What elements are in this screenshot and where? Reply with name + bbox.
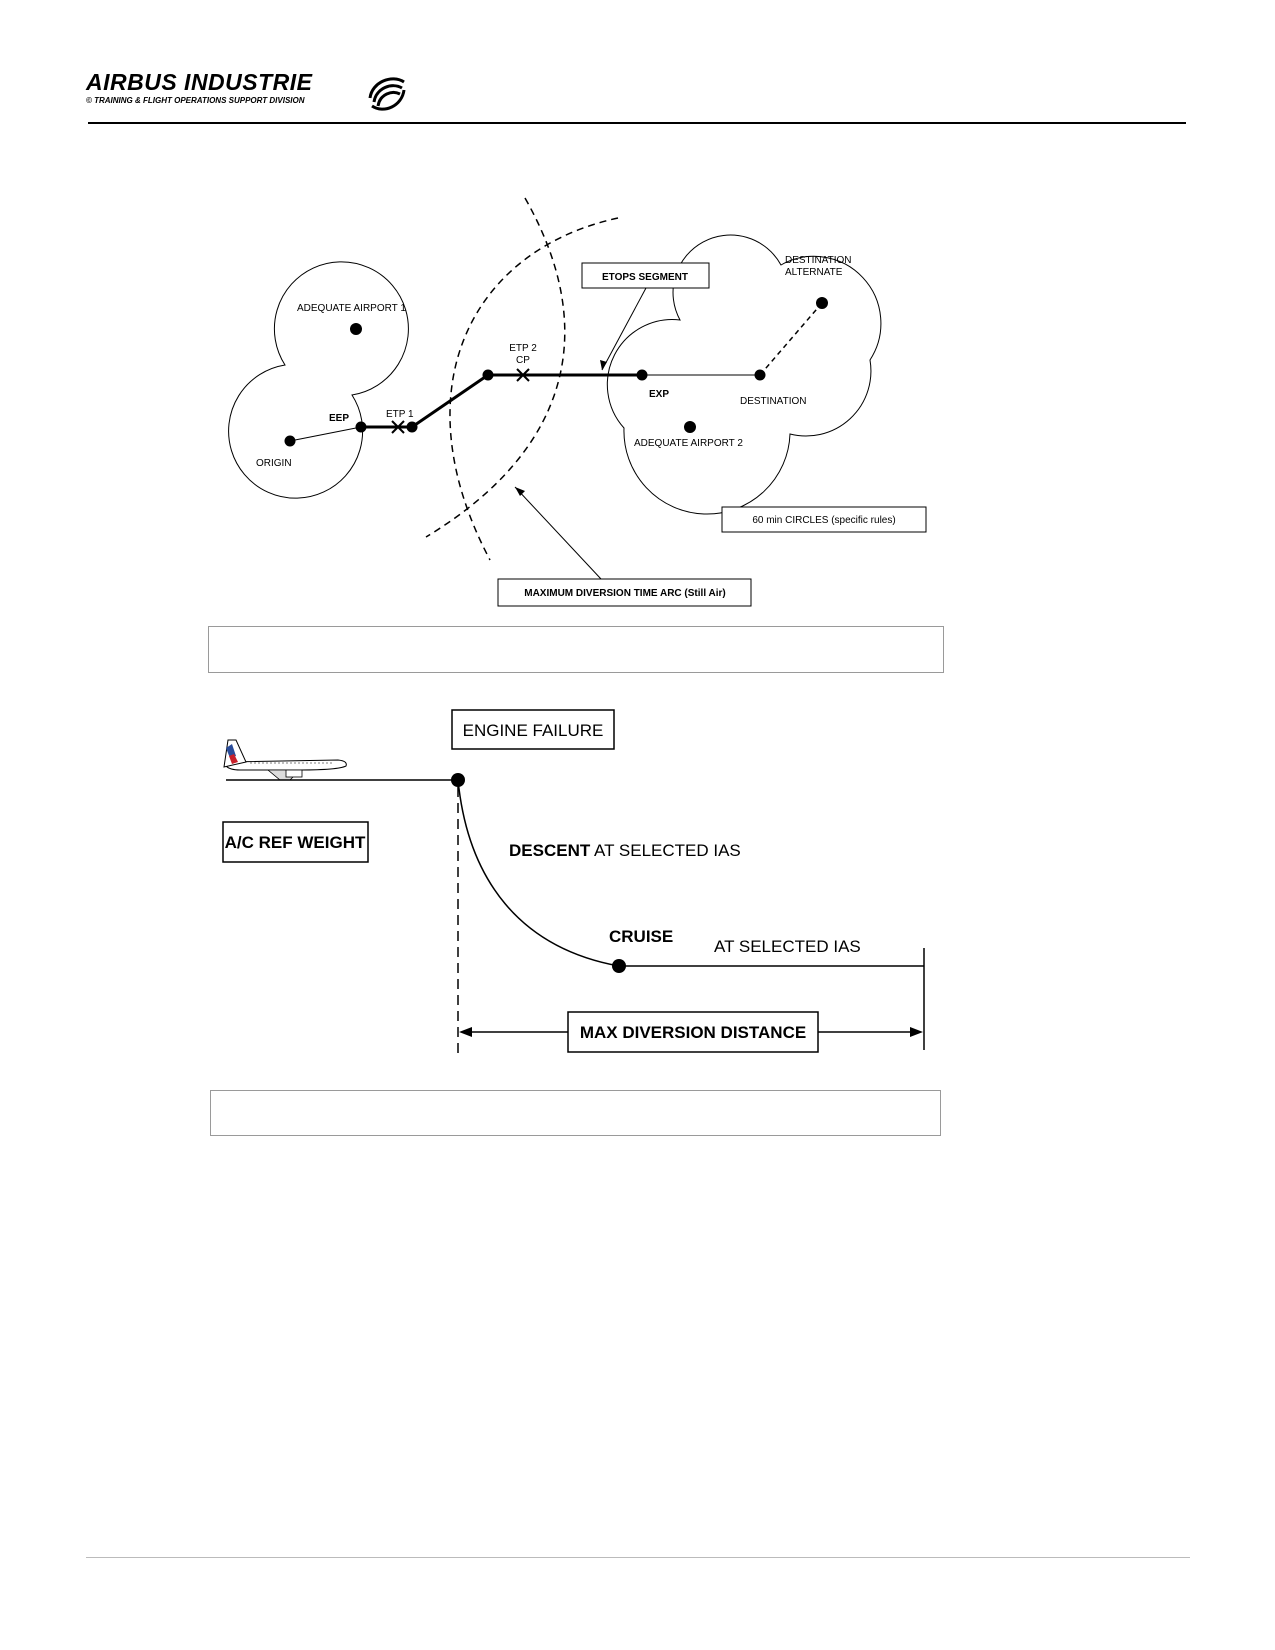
- ac-ref-weight-box: [222, 821, 369, 863]
- eep-label: EEP: [329, 413, 349, 424]
- max-diversion-distance-box: [567, 1011, 819, 1053]
- max-diversion-distance-label: MAX DIVERSION DISTANCE: [580, 1023, 806, 1042]
- division-name: © TRAINING & FLIGHT OPERATIONS SUPPORT D…: [86, 96, 305, 105]
- figure-caption-box-2: [210, 1090, 941, 1136]
- engine-failure-box: [451, 709, 615, 750]
- figure-caption-box-1: [208, 626, 944, 673]
- max-diversion-arc-label: MAXIMUM DIVERSION TIME ARC (Still Air): [524, 588, 725, 599]
- airplane-icon: [223, 739, 347, 781]
- exp-point: [636, 369, 648, 381]
- cp-label: CP: [516, 355, 530, 366]
- adequate-airport-1-point: [350, 323, 362, 335]
- destination-point: [754, 369, 766, 381]
- cruise-label: CRUISE: [609, 927, 673, 946]
- etp1-end-point: [406, 421, 418, 433]
- cruise-point: [612, 959, 626, 973]
- descent-curve: [457, 779, 620, 967]
- footer-rule: [86, 1557, 1190, 1558]
- etp1-label: ETP 1: [386, 409, 414, 420]
- circles-note-box: [721, 506, 927, 533]
- origin-label: ORIGIN: [256, 458, 292, 469]
- etp2-cross: [516, 368, 530, 382]
- etp1-cross: [391, 420, 405, 434]
- cruise-ias-label: AT SELECTED IAS: [714, 937, 861, 956]
- etops-segment-box: [581, 262, 710, 289]
- etp2-start-point: [482, 369, 494, 381]
- circles-note-label: 60 min CIRCLES (specific rules): [752, 515, 895, 526]
- airbus-logo-icon: [368, 77, 406, 111]
- diversion-arc-right: [425, 197, 566, 538]
- max-diversion-arc-box: [497, 578, 752, 607]
- adequate-airport-1-label: ADEQUATE AIRPORT 1: [297, 303, 406, 314]
- header-rule: [88, 122, 1186, 124]
- destination-alternate-label-2: ALTERNATE: [785, 267, 843, 278]
- etops-segment-label: ETOPS SEGMENT: [602, 272, 688, 283]
- etp2-label: ETP 2: [509, 343, 537, 354]
- engine-failure-label: ENGINE FAILURE: [463, 721, 604, 740]
- adequate-airport-2-point: [684, 421, 696, 433]
- ac-ref-weight-label: A/C REF WEIGHT: [225, 833, 366, 852]
- destination-alternate-point: [816, 297, 828, 309]
- etops-route-diagram: ETOPS SEGMENT DESTINATION ALTERNATE ADEQ…: [228, 197, 927, 607]
- eep-point: [355, 421, 367, 433]
- exp-label: EXP: [649, 389, 669, 400]
- origin-airport1-circles: [228, 261, 409, 499]
- destination-alternate-label: DESTINATION: [785, 255, 851, 266]
- document-header: AIRBUS INDUSTRIE © TRAINING & FLIGHT OPE…: [86, 70, 313, 107]
- destination-label: DESTINATION: [740, 396, 806, 407]
- diversion-profile-diagram: ENGINE FAILURE A/C REF WEIGHT DESCENT AT…: [222, 709, 925, 1055]
- brand-name: AIRBUS INDUSTRIE: [86, 69, 313, 95]
- descent-label: DESCENT AT SELECTED IAS: [509, 841, 741, 860]
- adequate-airport-2-label: ADEQUATE AIRPORT 2: [634, 438, 743, 449]
- origin-point: [284, 435, 296, 447]
